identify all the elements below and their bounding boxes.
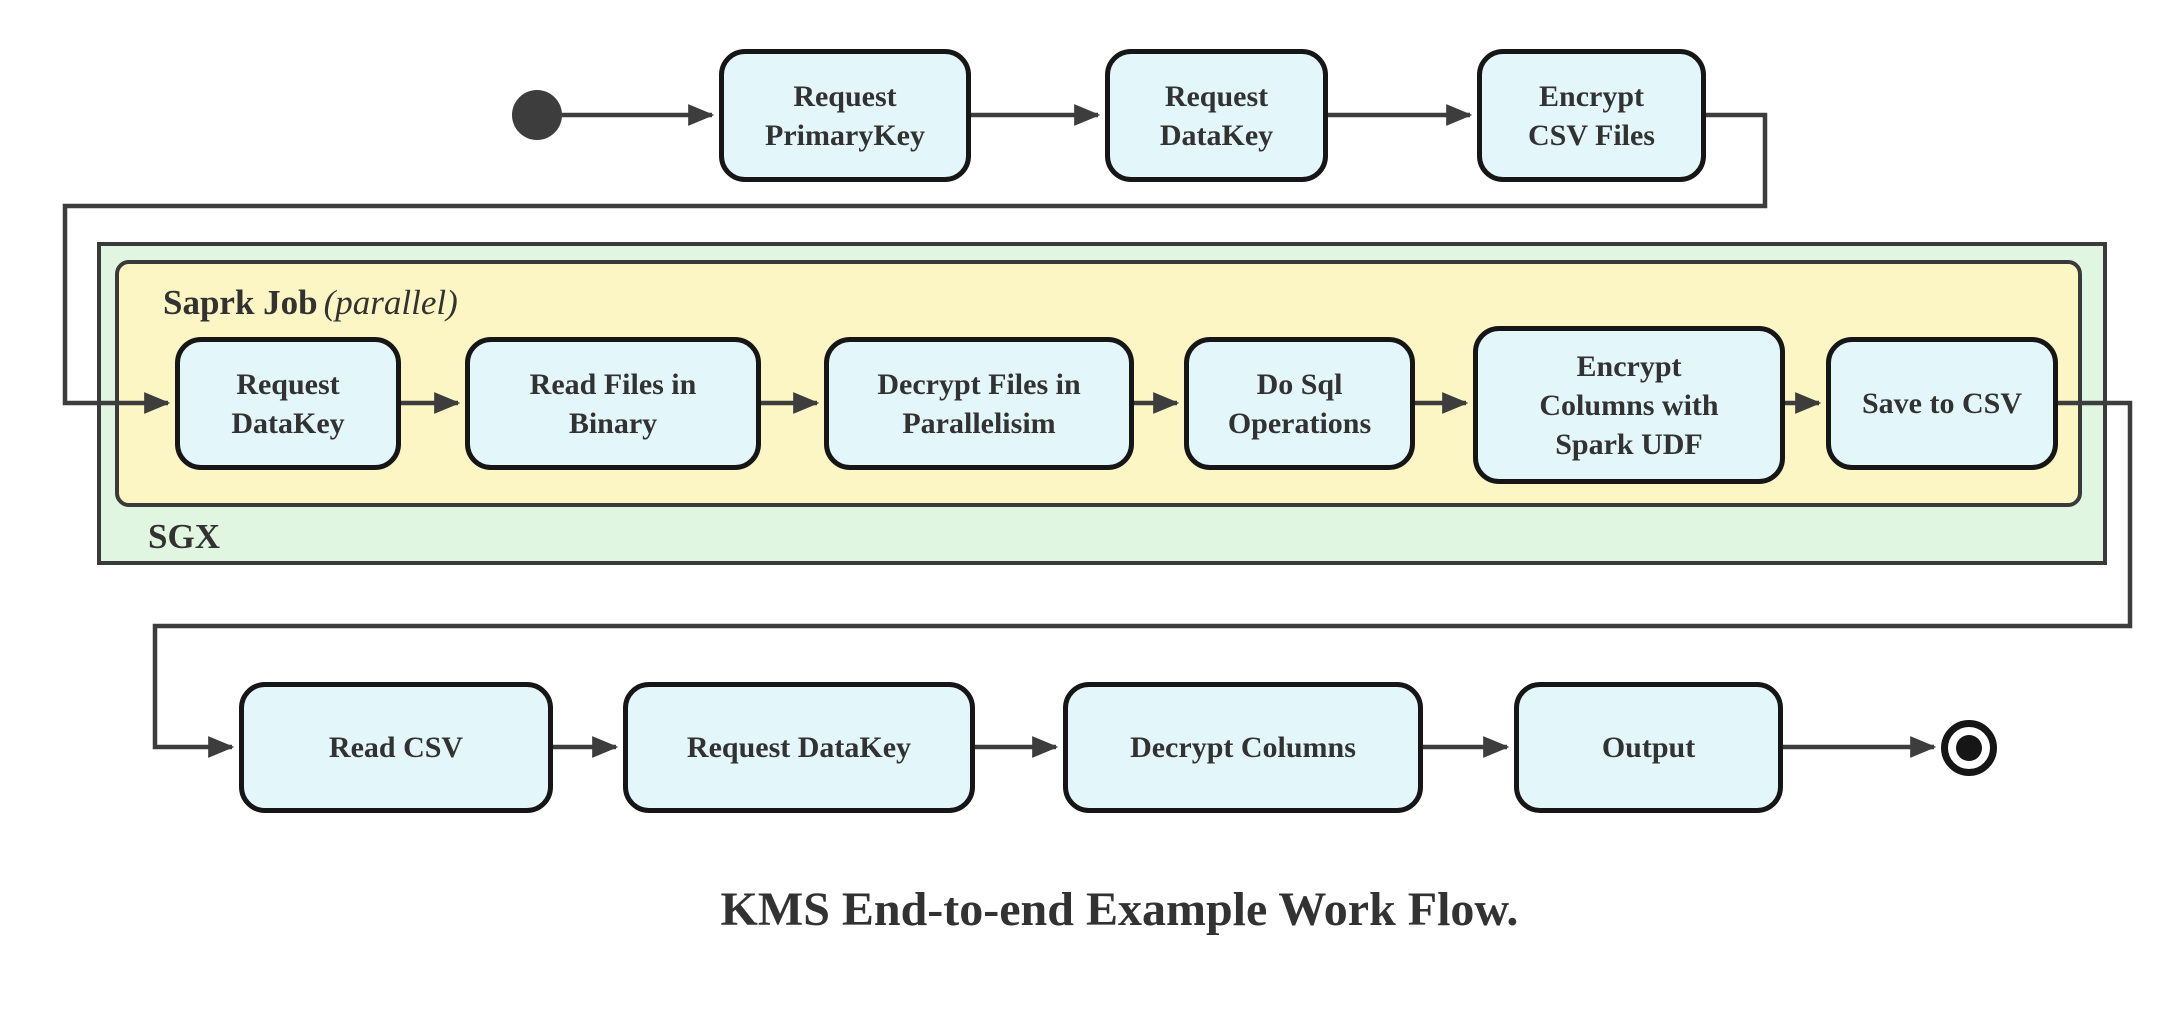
node-read-csv: Read CSV (239, 682, 553, 813)
node-decrypt-files-in-parallelisim: Decrypt Files in Parallelisim (824, 337, 1134, 470)
end-node-dot (1956, 735, 1982, 761)
end-node (1941, 720, 1997, 776)
spark-job-label-text: Saprk Job (163, 283, 318, 322)
node-read-files-in-binary: Read Files in Binary (465, 337, 761, 470)
spark-job-label: Saprk Job(parallel) (163, 283, 458, 323)
node-request-datakey-sgx: Request DataKey (175, 337, 401, 470)
sgx-label: SGX (148, 517, 220, 556)
spark-job-parallel-text: (parallel) (323, 283, 458, 322)
node-request-primarykey: Request PrimaryKey (719, 49, 971, 182)
diagram-caption: KMS End-to-end Example Work Flow. (720, 883, 1519, 936)
node-request-datakey: Request DataKey (1105, 49, 1328, 182)
edge-save-csv-to-read-csv (152, 400, 2133, 758)
edge-encrypt-csv-files-to-sgx-request-datakey (62, 112, 1768, 414)
node-save-to-csv: Save to CSV (1826, 337, 2058, 470)
node-do-sql-operations: Do Sql Operations (1184, 337, 1415, 470)
node-encrypt-columns-with-spark-udf: Encrypt Columns with Spark UDF (1473, 326, 1785, 484)
node-decrypt-columns: Decrypt Columns (1063, 682, 1423, 813)
node-request-datakey-client: Request DataKey (623, 682, 975, 813)
node-encrypt-csv-files: Encrypt CSV Files (1477, 49, 1706, 182)
start-node (512, 90, 562, 140)
node-output: Output (1514, 682, 1783, 813)
